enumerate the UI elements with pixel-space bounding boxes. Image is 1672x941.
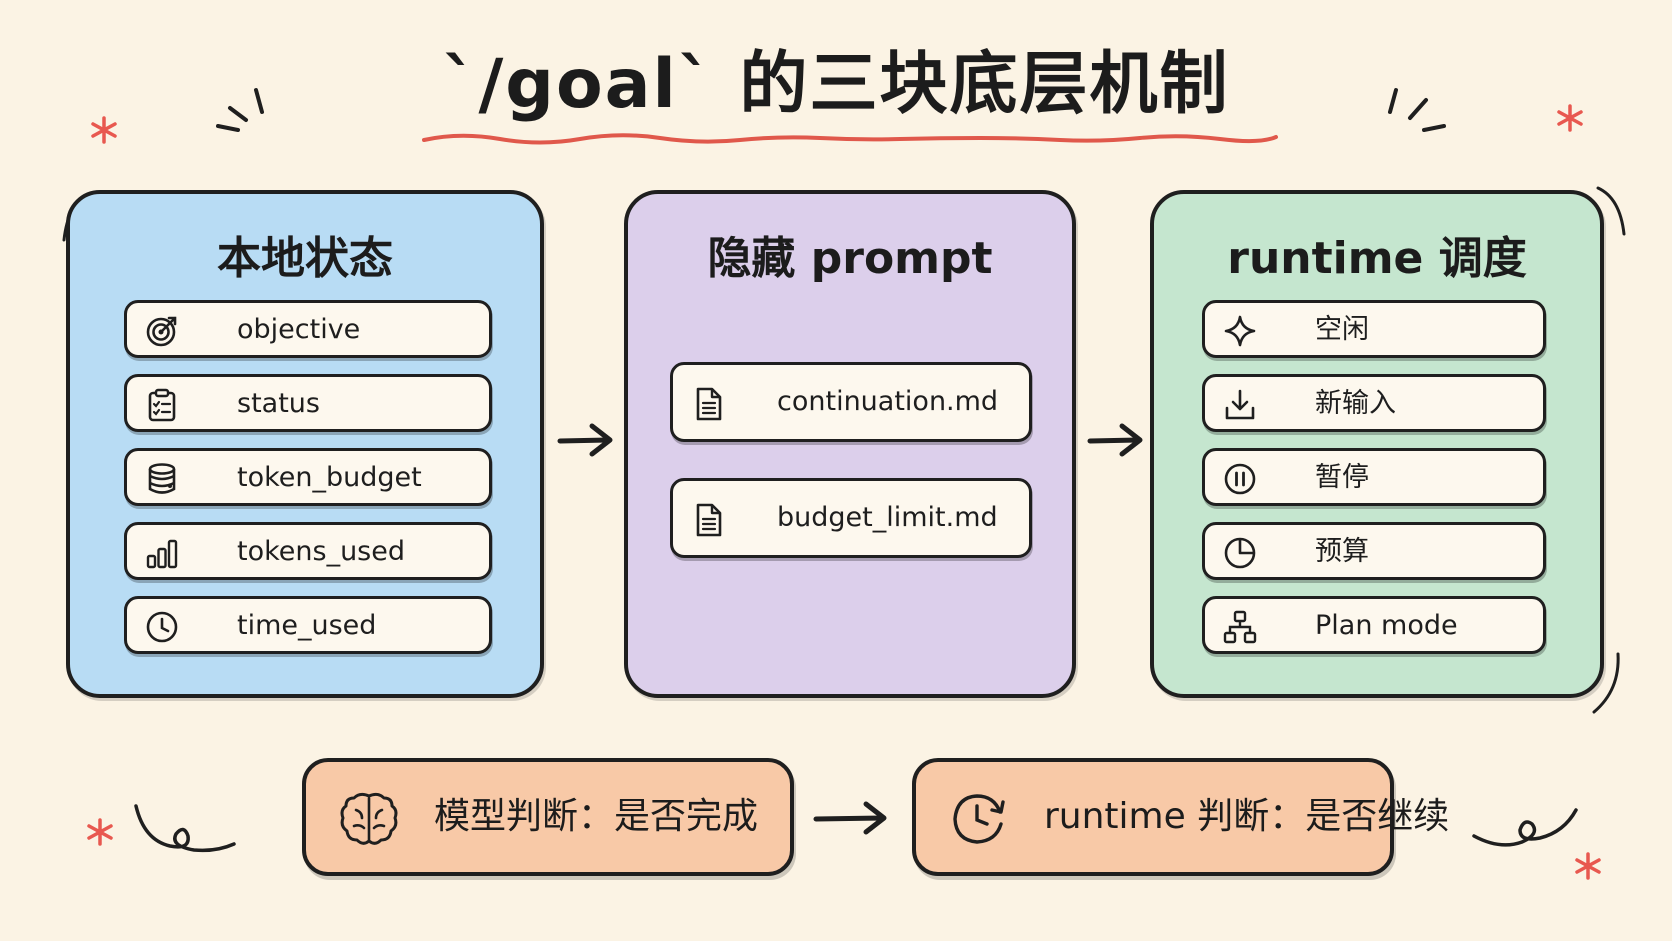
local-state-panel: 本地状态 objective status xyxy=(66,190,544,698)
item-label: objective xyxy=(237,314,361,345)
state-item-objective: objective xyxy=(124,300,492,358)
item-label: continuation.md xyxy=(777,386,999,417)
item-label: status xyxy=(237,388,320,419)
item-label: 暂停 xyxy=(1315,462,1369,493)
star-icon xyxy=(87,818,113,846)
pause-circle-icon xyxy=(1224,463,1256,495)
pie-chart-icon xyxy=(1224,537,1256,569)
runtime-item-new-input: 新输入 xyxy=(1202,374,1546,432)
item-label: 新输入 xyxy=(1315,388,1396,419)
brain-icon xyxy=(340,792,398,845)
hierarchy-icon xyxy=(1223,610,1257,644)
item-label: 预算 xyxy=(1315,536,1369,567)
document-icon xyxy=(696,503,722,537)
runtime-scheduling-panel: runtime 调度 空闲 新输入 暂停 xyxy=(1150,190,1604,698)
panel-title: 隐藏 prompt xyxy=(707,233,993,284)
clipboard-checklist-icon xyxy=(148,388,176,422)
state-item-status: status xyxy=(124,374,492,432)
database-icon xyxy=(148,463,176,494)
panel-title: runtime 调度 xyxy=(1227,233,1527,284)
squiggle-left xyxy=(134,804,236,853)
document-icon xyxy=(696,387,722,421)
box-label: 模型判断：是否完成 xyxy=(434,796,759,837)
arrow-right-icon xyxy=(557,423,613,457)
spark-lines-left xyxy=(216,88,264,132)
state-item-tokens-used: tokens_used xyxy=(124,522,492,580)
item-label: token_budget xyxy=(237,462,422,493)
star-icon xyxy=(1557,104,1583,132)
download-icon xyxy=(1225,389,1255,420)
item-label: budget_limit.md xyxy=(777,502,998,533)
runtime-item-budget: 预算 xyxy=(1202,522,1546,580)
item-label: time_used xyxy=(237,610,377,641)
runtime-item-pause: 暂停 xyxy=(1202,448,1546,506)
state-item-token-budget: token_budget xyxy=(124,448,492,506)
title-underline xyxy=(422,133,1278,145)
clock-icon xyxy=(146,611,178,643)
clock-refresh-icon xyxy=(953,794,1005,844)
hidden-prompt-panel: 隐藏 prompt continuation.md budget_limit.m… xyxy=(624,190,1076,698)
runtime-judgement-box: runtime 判断：是否继续 xyxy=(912,758,1449,876)
model-judgement-box: 模型判断：是否完成 xyxy=(302,758,794,876)
item-label: Plan mode xyxy=(1315,610,1458,641)
item-label: 空闲 xyxy=(1315,314,1369,345)
prompt-file-continuation: continuation.md xyxy=(670,362,1032,442)
runtime-item-idle: 空闲 xyxy=(1202,300,1546,358)
spark-lines-right xyxy=(1388,88,1446,132)
box-label: runtime 判断：是否继续 xyxy=(1044,796,1450,837)
sketch-accent xyxy=(1592,652,1620,714)
state-item-time-used: time_used xyxy=(124,596,492,654)
arrow-right-icon xyxy=(1087,423,1143,457)
diagram-title: `/goal` 的三块底层机制 xyxy=(442,45,1230,124)
panel-title: 本地状态 xyxy=(217,233,393,284)
squiggle-right xyxy=(1472,808,1578,847)
star-icon xyxy=(91,116,117,144)
target-icon xyxy=(146,316,177,347)
sparkle-icon xyxy=(1224,315,1256,347)
bar-chart-icon xyxy=(146,539,178,569)
star-icon xyxy=(1575,852,1601,880)
prompt-file-budget-limit: budget_limit.md xyxy=(670,478,1032,558)
runtime-item-plan-mode: Plan mode xyxy=(1202,596,1546,654)
item-label: tokens_used xyxy=(237,536,405,567)
arrow-right-icon xyxy=(813,801,887,835)
sketch-accent xyxy=(1596,186,1626,236)
